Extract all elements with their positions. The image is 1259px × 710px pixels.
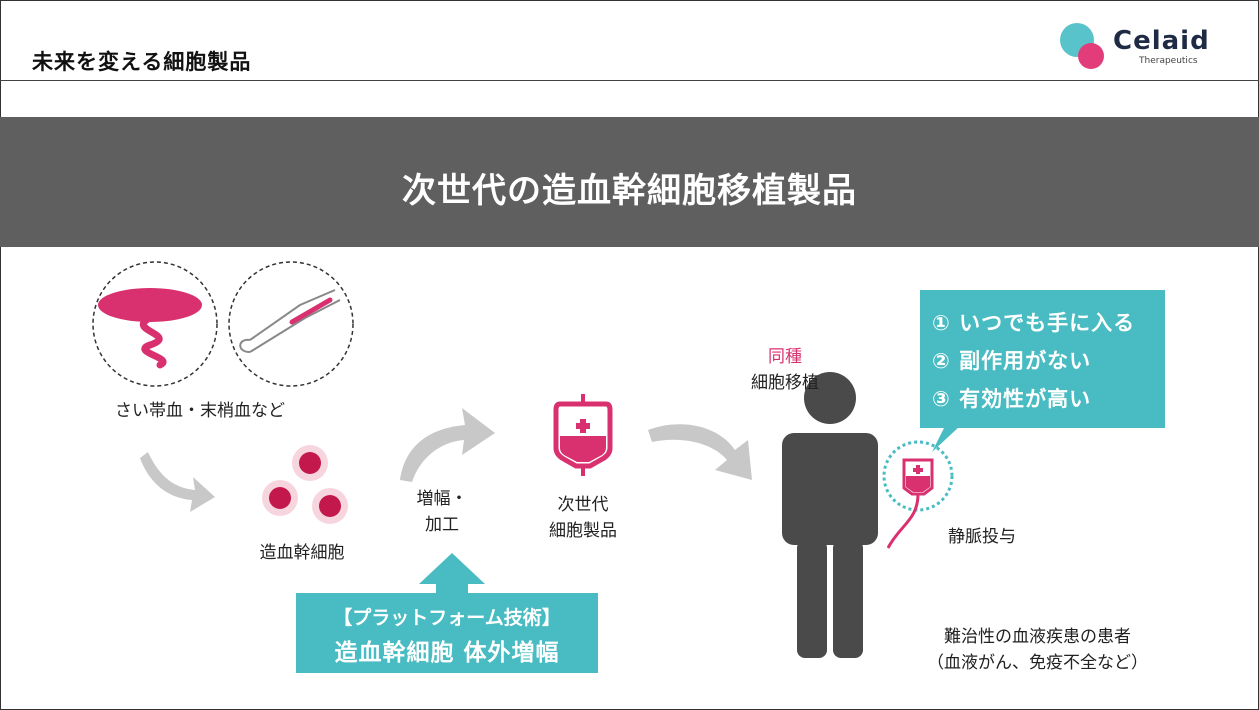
product-label: 次世代 細胞製品 <box>533 492 633 544</box>
celaid-logo: Celaid Therapeutics <box>1055 20 1245 72</box>
arrow-up-icon <box>419 553 485 594</box>
banner-title: 次世代の造血幹細胞移植製品 <box>402 171 857 211</box>
process-label-line2: 加工 <box>425 515 459 535</box>
platform-heading: 【プラットフォーム技術】 <box>333 607 561 629</box>
source-label: さい帯血・末梢血など <box>115 401 285 421</box>
patient-label-line1: 難治性の血液疾患の患者 <box>944 627 1131 647</box>
process-label-line1: 増幅・ <box>416 489 468 509</box>
title-banner: 次世代の造血幹細胞移植製品 <box>0 117 1259 247</box>
process-label: 増幅・ 加工 <box>402 486 482 538</box>
stem-cell-cluster-icon <box>262 445 348 524</box>
placenta-icon <box>92 261 218 387</box>
benefits-callout: ① いつでも手に入る ② 副作用がない ③ 有効性が高い <box>920 290 1165 428</box>
arrow-product-to-patient-icon <box>648 424 752 480</box>
iv-label: 静脈投与 <box>948 527 1016 547</box>
logo-name: Celaid <box>1113 26 1210 56</box>
transplant-label-line1: 同種 <box>768 347 802 367</box>
arm-blood-draw-icon <box>228 261 354 387</box>
stem-cells-label: 造血幹細胞 <box>259 543 345 563</box>
patient-label-line2: （血液がん、免疫不全など） <box>927 653 1148 673</box>
product-label-line1: 次世代 <box>557 495 609 515</box>
arrow-cells-to-product-icon <box>400 408 495 482</box>
benefit-item-1: ① いつでも手に入る <box>932 311 1136 335</box>
benefit-item-3: ③ 有効性が高い <box>932 387 1092 411</box>
title-divider <box>0 80 1259 81</box>
platform-technology-box: 【プラットフォーム技術】 造血幹細胞 体外増幅 <box>296 593 598 673</box>
transplant-label: 同種 細胞移植 <box>735 344 835 396</box>
platform-description: 造血幹細胞 体外増幅 <box>334 640 560 666</box>
iv-bag-icon <box>882 440 954 549</box>
callout-pointer <box>932 426 960 452</box>
benefit-item-2: ② 副作用がない <box>932 349 1092 373</box>
page-title: 未来を変える細胞製品 <box>32 50 252 74</box>
arrow-source-to-cells-icon <box>140 452 215 512</box>
transplant-label-line2: 細胞移植 <box>751 373 819 393</box>
patient-label: 難治性の血液疾患の患者 （血液がん、免疫不全など） <box>905 624 1170 676</box>
product-label-line2: 細胞製品 <box>549 521 617 541</box>
blood-bag-icon <box>553 394 613 476</box>
patient-figure-icon <box>782 372 878 658</box>
logo-circles-icon <box>1060 23 1104 69</box>
logo-subtitle: Therapeutics <box>1139 56 1198 66</box>
